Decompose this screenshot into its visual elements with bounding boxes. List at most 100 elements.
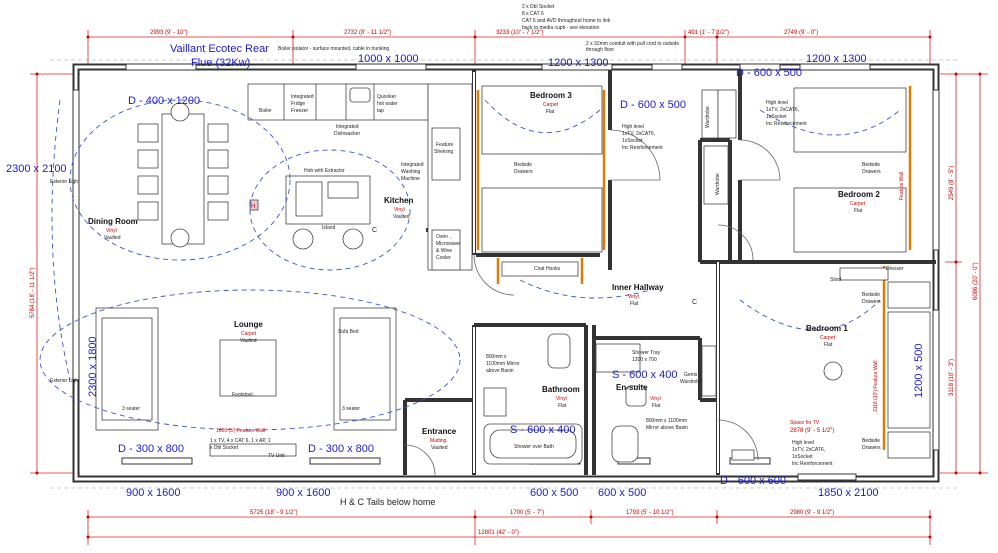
- dim-top-2: 2732 (8' - 11 1/2"): [344, 30, 391, 36]
- top-note-3: CAT 6 and AVD throughout home to link: [522, 18, 611, 24]
- shower-600-400-a: S - 600 x 400: [612, 369, 677, 381]
- b2-feature-wall: Feature Wall: [899, 172, 905, 200]
- b2-bedside-1: Bedside: [862, 162, 880, 168]
- b2-high-4: Inc Reinforcement: [766, 121, 807, 127]
- quooker-line-2: hot water: [377, 101, 398, 107]
- tv-unit-label: TV Unit: [268, 453, 285, 459]
- ensuite-mirror-2: Mirror above Basin: [646, 425, 688, 431]
- b3-bedside-1: Bedside: [514, 162, 532, 168]
- b3-high-3: 1xSocket: [622, 138, 643, 144]
- ensuite-floor: Vinyl: [650, 396, 661, 402]
- dimension-texts: 2993 (9' - 10") 2732 (8' - 11 1/2") 3233…: [30, 30, 979, 536]
- b2-high-1: High level: [766, 100, 788, 106]
- room-ensuite: En-suite: [616, 383, 648, 392]
- bedroom3-floor: Carpet: [543, 102, 559, 108]
- wardrobe-1: Wardrobe: [705, 106, 711, 128]
- dim-top-1: 2993 (9' - 10"): [150, 30, 188, 36]
- exterior-light-top: Exterior Light: [50, 179, 80, 185]
- lounge-feature-wall: 1600 (5') Feature Wall: [216, 428, 265, 434]
- oven-line-1: Oven ,: [436, 234, 451, 240]
- shower-tray-2: 1200 x 700: [632, 357, 657, 363]
- sofa-bed-label: Sofa Bed: [338, 329, 359, 335]
- dishwasher-line-1: Integrated: [336, 124, 359, 130]
- hob-label: Hob with Extractor: [304, 168, 345, 174]
- fridge-line-1: Integrated: [291, 94, 314, 100]
- boiler-isolator-note: Boiler isolator - surface mounted, cable…: [278, 46, 389, 52]
- window-2300-2100: 2300 x 2100: [6, 163, 67, 175]
- washing-line-1: Integrated: [401, 162, 424, 168]
- b1-bedside-3: Bedside: [862, 438, 880, 444]
- c-mark-hallway: C: [692, 299, 697, 306]
- b2-high-2: 1xTV, 2xCAT6,: [766, 107, 799, 113]
- guide-lines: [50, 59, 960, 489]
- dim-right-1: 2549 (8' - 5"): [949, 166, 955, 200]
- dishwasher-line-2: Dishwasher: [334, 131, 360, 137]
- entrance-ceiling: Vaulted: [431, 445, 448, 451]
- b3-high-4: Inc Reinforcement: [622, 145, 663, 151]
- oven-line-2: Microwave: [436, 241, 460, 247]
- b1-tv-dim: 2878 (9' - 5 1/2"): [790, 428, 834, 434]
- dim-top-5: 2749 (9' - 0"): [784, 30, 818, 36]
- window-1200-a: 1200 x 1300: [548, 57, 609, 69]
- b1-high-1: High level: [792, 440, 814, 446]
- top-note-4: back to media cupb - see elevation: [522, 25, 599, 31]
- room-bedroom1: Bedroom 1: [806, 324, 848, 333]
- ensuite-mirror-1: 800mm x 1100mm: [646, 418, 687, 424]
- room-bathroom: Bathroom: [542, 385, 580, 394]
- dim-bottom-4: 2980 (9' - 9 1/2"): [790, 510, 834, 516]
- door-300-800-a: D - 300 x 800: [118, 443, 184, 455]
- bedroom2-ceiling: Flat: [854, 208, 863, 214]
- b1-bedside-2: Drawers: [862, 299, 881, 305]
- three-seater-left: 3 seater: [122, 406, 140, 412]
- dim-bottom-total: 12801 (42' - 0"): [478, 530, 519, 536]
- hallway-ceiling: Flat: [630, 301, 639, 307]
- dining-table: [137, 113, 229, 245]
- room-lounge: Lounge: [234, 320, 263, 329]
- window-600-500-a: 600 x 500: [530, 487, 578, 499]
- dim-left: 5784 (18' - 11 1/2"): [30, 267, 36, 318]
- dim-bottom-2: 1700 (5' - 7"): [510, 510, 544, 516]
- dim-bottom-3: 1793 (5' - 10 1/2"): [626, 510, 674, 516]
- conduit-note-2: through floor: [586, 47, 614, 53]
- shower-over-bath: Shower over Bath: [514, 444, 554, 450]
- hc-tails-note: H & C Tails below home: [340, 497, 435, 507]
- dimension-ticks: [35, 35, 982, 539]
- room-bedroom3: Bedroom 3: [530, 91, 572, 100]
- blue-labels: 1000 x 1000 1200 x 1300 1200 x 1300 D - …: [6, 53, 925, 499]
- exterior-light-bottom: Exterior Light: [50, 378, 80, 384]
- island-label: Island: [322, 225, 336, 231]
- hallway-floor: Vinyl: [628, 294, 639, 300]
- top-note-1: 2 x Dbl Socket: [522, 4, 555, 10]
- dining-ceiling: Vaulted: [104, 235, 121, 241]
- b1-high-4: Inc Reinforcement: [792, 461, 833, 467]
- shelving-line-1: Feature: [436, 142, 453, 148]
- dim-right-2: 3118 (10' - 3"): [949, 359, 955, 396]
- door-swings: [404, 129, 781, 476]
- lounge-floor: Carpet: [241, 331, 257, 337]
- lounge-ceiling: Vaulted: [240, 338, 257, 344]
- door-600-500-a: D - 600 x 500: [736, 67, 802, 79]
- three-seater-right: 3 seater: [342, 406, 360, 412]
- bedroom3-furniture: [481, 85, 603, 277]
- bathroom-floor: Vinyl: [556, 396, 567, 402]
- wardrobe-2: Wardrobe: [715, 173, 721, 195]
- shower-600-400-b: S - 600 x 400: [510, 424, 575, 436]
- dim-right-total: 6086 (20' - 0"): [973, 262, 979, 300]
- top-note-2: 8 x CAT 6: [522, 11, 544, 17]
- vaillant-note-1: Vaillant Ecotec Rear: [170, 43, 269, 55]
- room-labels: Dining Room Vinyl Vaulted Lounge Carpet …: [88, 91, 880, 451]
- dim-top-4: 491 (1' - 7 1/2"): [688, 30, 729, 36]
- bathroom-ceiling: Flat: [558, 403, 567, 409]
- fridge-line-2: Fridge: [291, 101, 305, 107]
- shower-tray-1: Shower Tray: [632, 350, 661, 356]
- oven-line-4: Cooler: [436, 255, 451, 261]
- space-for-tv: Space for TV: [790, 420, 820, 426]
- c-mark-kitchen: C: [372, 227, 377, 234]
- b2-high-3: 1xSocket: [766, 114, 787, 120]
- window-1000: 1000 x 1000: [358, 53, 419, 65]
- bedroom3-ceiling: Flat: [546, 109, 555, 115]
- b3-high-2: 1xTV, 2xCAT6,: [622, 131, 655, 137]
- bathroom-fixtures: [483, 333, 647, 465]
- bedroom2-floor: Carpet: [850, 201, 866, 207]
